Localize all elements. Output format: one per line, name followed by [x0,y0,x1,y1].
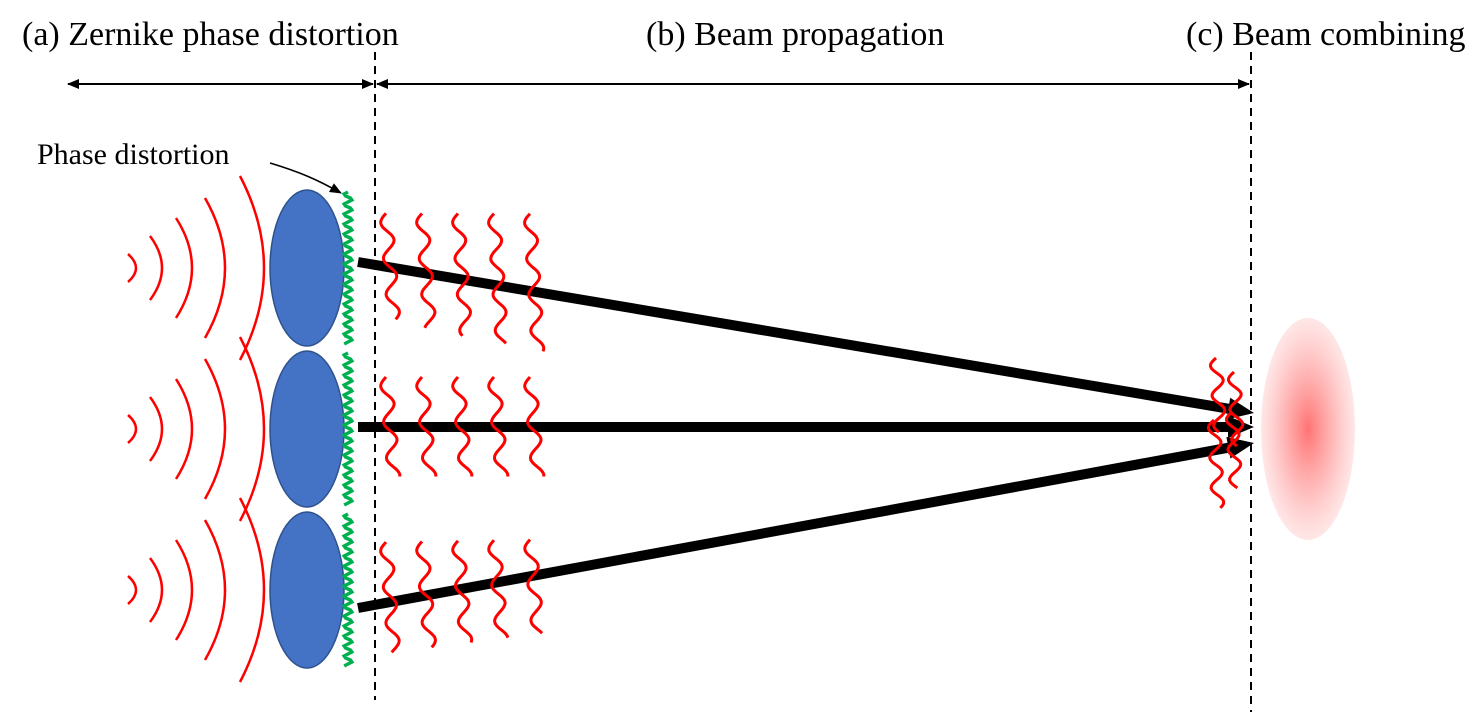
incoming-wavefront-3-3 [174,539,194,641]
distorted-wavefront-1-1 [379,212,401,321]
distorted-wavefront-3-3 [451,539,474,643]
beam-arrow-3 [357,442,1230,613]
distorted-wavefront-1-4 [487,212,508,345]
incoming-wavefront-3-4 [203,519,227,661]
distorted-wavefront-1-3 [451,212,472,337]
section-c-label: (c) Beam combining [1186,16,1466,53]
phase-distortion-2 [341,351,355,507]
distorted-wavefront-1-5 [523,212,546,352]
distorted-wavefront-1-2 [415,212,437,329]
incoming-wavefront-1-3 [174,217,194,319]
emitter-lens-1 [269,189,345,347]
distorted-wavefront-3-5 [523,538,544,635]
incoming-wavefront-2-4 [203,358,227,500]
incoming-wavefront-3-2 [148,557,164,623]
combined-wavefront-1 [1208,356,1227,434]
distorted-wavefront-2-2 [415,376,438,477]
distorted-wavefront-2-3 [451,376,474,477]
phase-distortion-label: Phase distortion [37,138,230,171]
combined-beam-spot [1261,318,1355,540]
distorted-wavefront-3-1 [379,541,401,654]
incoming-wavefront-3-5 [238,497,266,683]
section-a-label: (a) Zernike phase distortion [22,16,399,53]
incoming-wavefront-1-2 [148,235,164,301]
incoming-wavefront-1-5 [238,175,266,361]
incoming-wavefront-1-4 [203,197,227,339]
phase-distortion-3 [341,512,355,668]
incoming-wavefront-1-1 [127,253,138,283]
combined-wavefront-2 [1226,370,1245,448]
distorted-wavefront-2-4 [487,376,510,477]
section-b-label: (b) Beam propagation [646,16,945,53]
distorted-wavefront-3-2 [415,540,437,649]
distorted-wavefront-2-1 [379,376,402,477]
phase-distortion-1 [341,190,355,346]
distorted-wavefront-3-4 [487,539,510,639]
emitter-lens-3 [269,511,345,669]
distorted-wavefront-2-5 [523,376,546,477]
incoming-wavefront-2-1 [127,414,138,444]
phase-distortion-pointer [269,162,342,194]
combined-wavefront-4 [1224,410,1243,490]
incoming-wavefront-2-2 [148,396,164,462]
incoming-wavefront-2-3 [174,378,194,480]
incoming-wavefront-3-1 [127,575,138,605]
beam-arrow-1 [357,257,1230,414]
incoming-wavefront-2-5 [238,336,266,522]
combined-wavefront-3 [1206,418,1226,509]
emitter-lens-2 [269,350,345,508]
